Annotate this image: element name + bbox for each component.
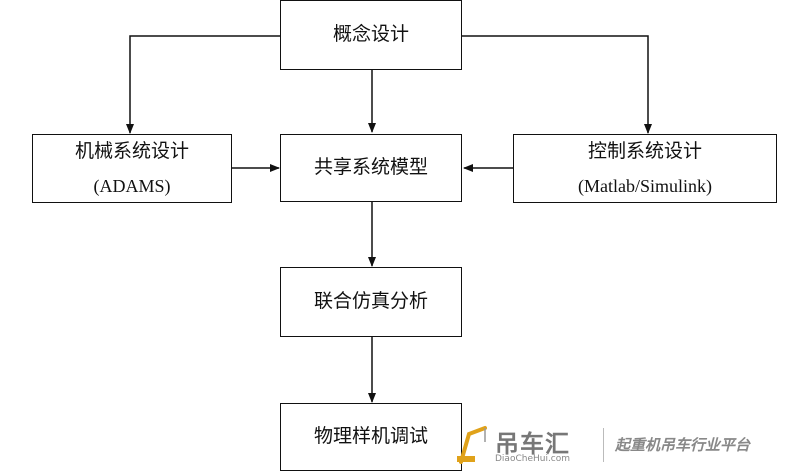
- watermark-divider: [603, 428, 604, 462]
- concept-design-label: 概念设计: [332, 23, 409, 46]
- concept-design-box: 概念设计: [280, 0, 462, 70]
- physical-prototype-box: 物理样机调试: [280, 403, 462, 471]
- control-tool-label: (Matlab/Simulink): [578, 176, 712, 197]
- watermark-brand: 吊车汇: [495, 430, 570, 458]
- cosimulation-label: 联合仿真分析: [313, 290, 428, 313]
- arrow-concept-to-control: [462, 35, 652, 134]
- control-design-box: 控制系统设计 (Matlab/Simulink): [513, 134, 777, 203]
- mechanical-tool-label: (ADAMS): [93, 176, 171, 197]
- shared-model-label: 共享系统模型: [313, 156, 428, 179]
- watermark: 吊车汇 DiaoCheHui.com 起重机吊车行业平台: [455, 422, 785, 468]
- crane-logo-icon: [457, 426, 487, 464]
- mechanical-design-box: 机械系统设计 (ADAMS): [32, 134, 232, 203]
- watermark-url: DiaoCheHui.com: [495, 454, 571, 464]
- control-design-label: 控制系统设计: [587, 139, 702, 162]
- arrow-concept-to-mechanical: [126, 35, 280, 134]
- physical-prototype-label: 物理样机调试: [313, 425, 428, 448]
- watermark-slogan: 起重机吊车行业平台: [615, 436, 751, 454]
- shared-model-box: 共享系统模型: [280, 134, 462, 202]
- mechanical-design-label: 机械系统设计: [74, 139, 189, 162]
- cosimulation-box: 联合仿真分析: [280, 267, 462, 337]
